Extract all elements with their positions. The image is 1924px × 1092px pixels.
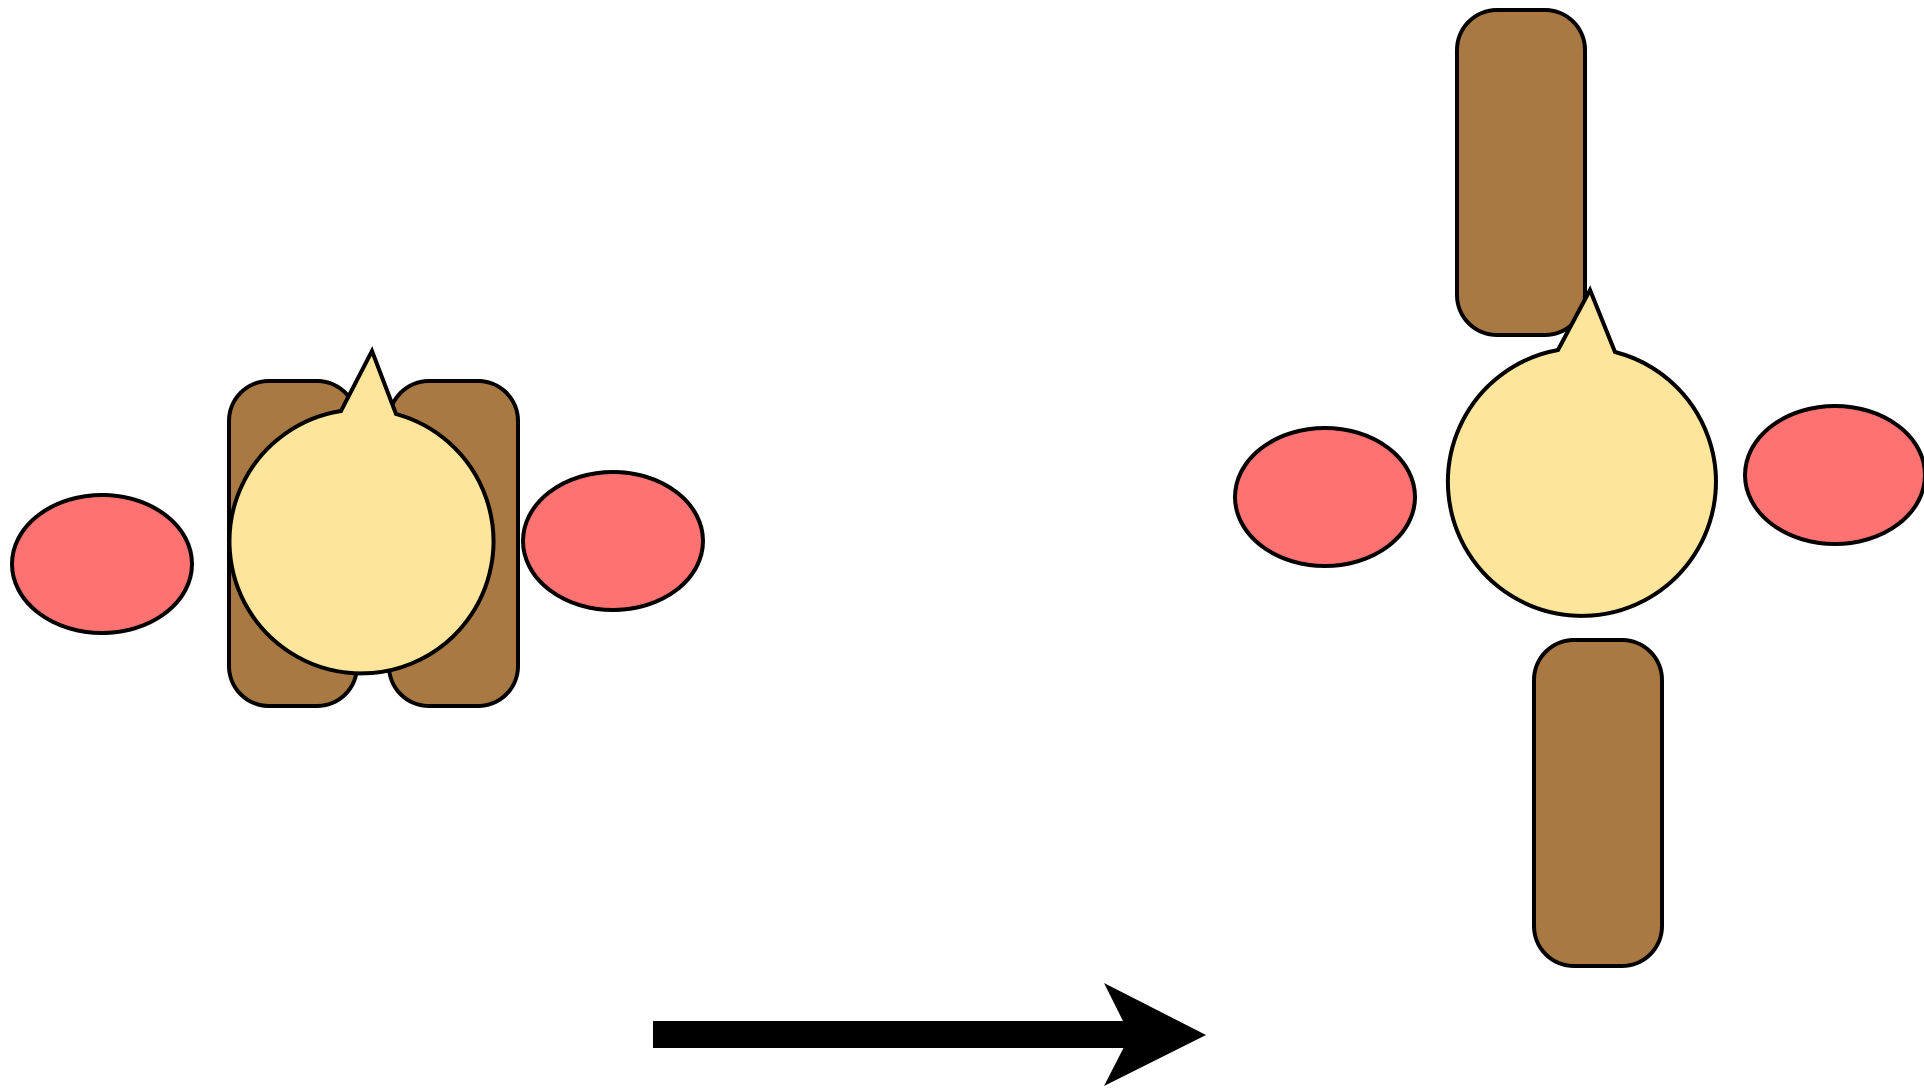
after-upper-arm [1455,8,1587,337]
after-right-oval [1743,404,1924,546]
after-left-oval [1233,426,1417,568]
after-lower-arm [1532,638,1664,968]
before-head [227,346,496,676]
arrow-head [1104,983,1206,1086]
arrow-right-icon [653,983,1206,1086]
before-left-oval [10,493,194,635]
before-right-oval [521,470,705,612]
figure-after [1233,8,1924,968]
figure-before [10,346,705,708]
arrow-shaft [653,1021,1126,1048]
after-head [1445,285,1718,618]
